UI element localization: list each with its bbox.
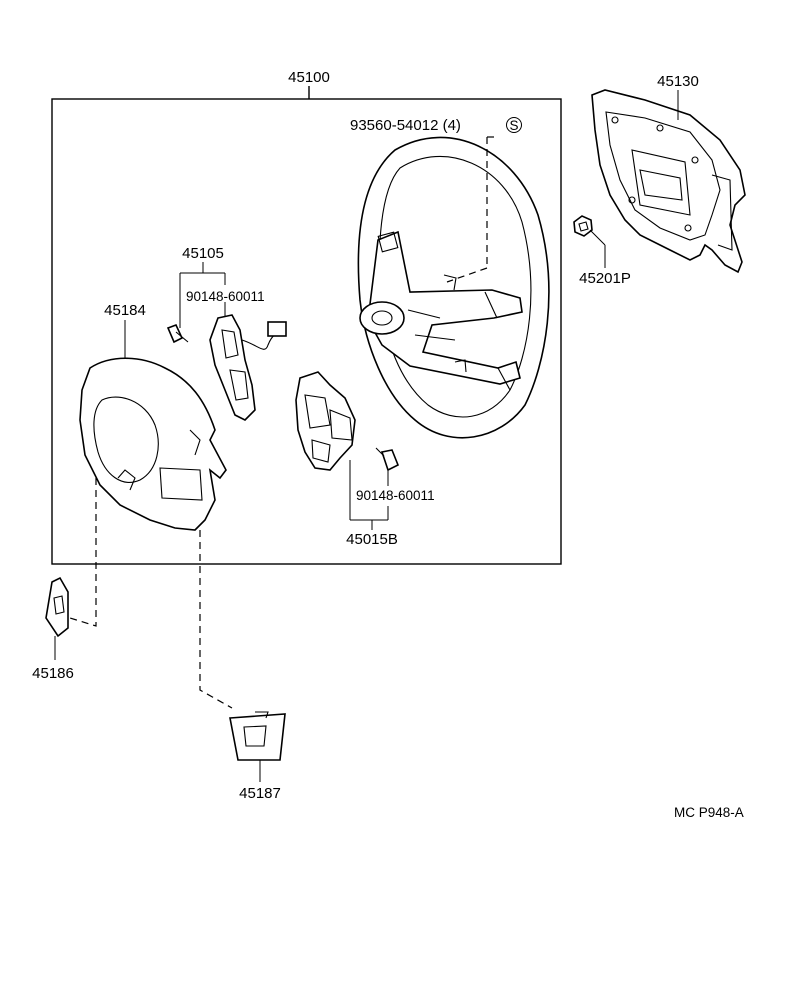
label-screw-lower: 90148-60011: [356, 488, 435, 503]
label-nut: 45201P: [579, 270, 631, 287]
bracket-drawing: [45, 576, 69, 638]
assembly-frame: [51, 98, 562, 565]
label-cover: 45184: [104, 302, 146, 319]
diagram-reference: MC P948-A: [674, 805, 744, 820]
fastener-marker: S: [509, 118, 518, 133]
label-assembly: 45100: [288, 69, 330, 86]
label-lower-cover: 45187: [239, 785, 281, 802]
steering-wheel-drawing: [357, 136, 550, 439]
pad-drawing: [591, 89, 746, 274]
switch-upper-drawing: [166, 314, 287, 421]
cover-drawing: [79, 357, 227, 531]
nut-drawing: [573, 215, 593, 237]
label-fastener: 93560-54012 (4): [350, 117, 461, 134]
lower-cover-dash: [199, 530, 233, 709]
fastener-marker-circle: [506, 117, 522, 133]
bracket-dash-1: [69, 478, 97, 627]
label-switch-lower: 45015B: [346, 531, 398, 548]
label-switch-upper: 45105: [182, 245, 224, 262]
label-screw-upper: 90148-60011: [186, 289, 265, 304]
label-bracket: 45186: [32, 665, 74, 682]
label-pad: 45130: [657, 73, 699, 90]
nut-leader-1: [589, 229, 606, 246]
switch-lower-drawing: [295, 371, 400, 472]
lower-cover-drawing: [229, 711, 286, 761]
